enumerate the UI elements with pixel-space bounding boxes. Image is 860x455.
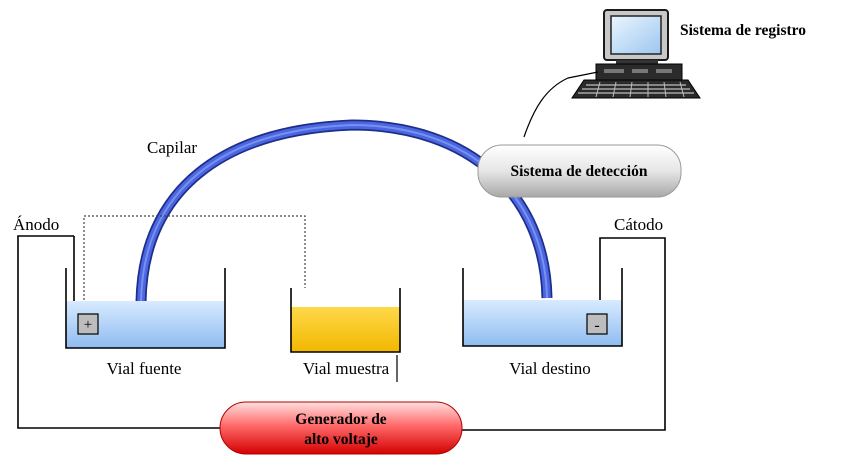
registro-label: Sistema de registro: [680, 22, 806, 39]
plus-sign: +: [84, 317, 92, 333]
anode-circuit-wire: [17, 235, 220, 429]
catodo-label: Cátodo: [614, 215, 663, 234]
anode-electrode: +: [77, 313, 99, 335]
vial-fuente-label: Vial fuente: [107, 359, 182, 378]
computer-terminal-icon: [571, 9, 701, 99]
vial-muestra-label: Vial muestra: [303, 359, 390, 378]
generador-label-line1: Generador de: [295, 411, 387, 428]
injection-dotted-line: [83, 215, 306, 300]
cathode-circuit-wire: [460, 237, 666, 431]
vial-muestra: [290, 288, 401, 382]
detector-computer-cable: [523, 71, 599, 138]
detection-system-box: [477, 144, 682, 198]
vial-destino-label: Vial destino: [509, 359, 591, 378]
capilar-label: Capilar: [147, 138, 197, 157]
generador-label-line2: alto voltaje: [304, 431, 378, 448]
anodo-label: Ánodo: [13, 215, 59, 234]
high-voltage-generator: [219, 401, 463, 455]
deteccion-label: Sistema de detección: [511, 163, 648, 180]
minus-sign: -: [594, 317, 599, 334]
cathode-electrode: -: [586, 313, 608, 335]
